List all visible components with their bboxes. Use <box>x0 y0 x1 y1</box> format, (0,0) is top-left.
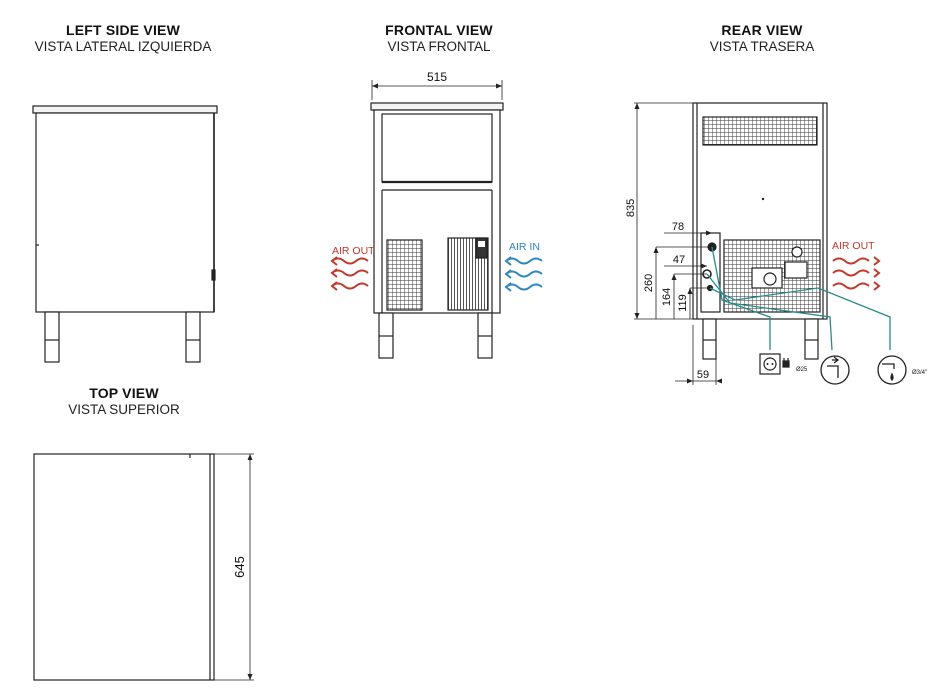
dim-47-label: 47 <box>673 254 685 266</box>
frontal-cabinet-top <box>370 102 504 111</box>
left-view-title-es: VISTA LATERAL IZQUIERDA <box>34 39 212 54</box>
rear-dimensions <box>634 102 722 385</box>
left-cabinet-top <box>32 105 218 114</box>
top-view-title-es: VISTA SUPERIOR <box>68 402 180 417</box>
left-foot-rear <box>185 311 201 363</box>
dim-59-label: 59 <box>697 369 709 381</box>
rear-top-vent <box>702 116 818 146</box>
top-view <box>33 453 254 681</box>
top-cabinet-outline <box>33 453 215 681</box>
frontal-view-title-es: VISTA FRONTAL <box>387 39 491 54</box>
frontal-view-title: FRONTAL VIEW VISTA FRONTAL <box>319 22 559 54</box>
power-socket-icon <box>759 353 790 375</box>
dim-260-label: 260 <box>643 274 655 292</box>
rear-view-title-es: VISTA TRASERA <box>709 39 815 54</box>
control-panel <box>475 237 488 259</box>
left-cabinet-body <box>35 112 215 313</box>
rear-air-out-icon <box>832 256 881 291</box>
frontal-view <box>370 80 504 359</box>
rear-foot-left <box>702 318 717 360</box>
dim-119-label: 119 <box>677 294 689 312</box>
water-connection-label: Ø3/4" <box>912 370 927 376</box>
front-air-out-label: AIR OUT <box>332 245 375 257</box>
connection-leaders <box>706 246 891 351</box>
rear-view-title: REAR VIEW VISTA TRASERA <box>642 22 882 54</box>
power-connection-label: Ø25 <box>796 367 808 373</box>
left-view-title: LEFT SIDE VIEW VISTA LATERAL IZQUIERDA <box>3 22 243 54</box>
frontal-view-title-en: FRONTAL VIEW <box>385 22 493 38</box>
front-air-in-label: AIR IN <box>509 241 540 253</box>
rear-air-out-label: AIR OUT <box>832 240 875 252</box>
left-foot-front <box>44 311 60 363</box>
front-air-out-icon <box>330 256 369 291</box>
front-grille-left <box>386 239 423 311</box>
rear-view-title-en: REAR VIEW <box>721 22 803 38</box>
dim-78-label: 78 <box>672 221 684 233</box>
top-view-title-en: TOP VIEW <box>89 385 159 401</box>
width-dimension-label: 515 <box>427 70 447 84</box>
rear-view <box>692 102 828 360</box>
drain-icon <box>820 355 850 385</box>
left-view-title-en: LEFT SIDE VIEW <box>65 22 181 38</box>
rear-foot-right <box>804 318 819 360</box>
front-air-in-icon <box>504 256 543 292</box>
height-dimension-label: 835 <box>625 199 637 217</box>
dim-164-label: 164 <box>661 288 673 306</box>
top-view-title: TOP VIEW VISTA SUPERIOR <box>4 385 244 417</box>
depth-dimension-label: 645 <box>232 556 247 578</box>
water-inlet-icon <box>877 355 907 385</box>
left-side-view <box>32 105 218 363</box>
